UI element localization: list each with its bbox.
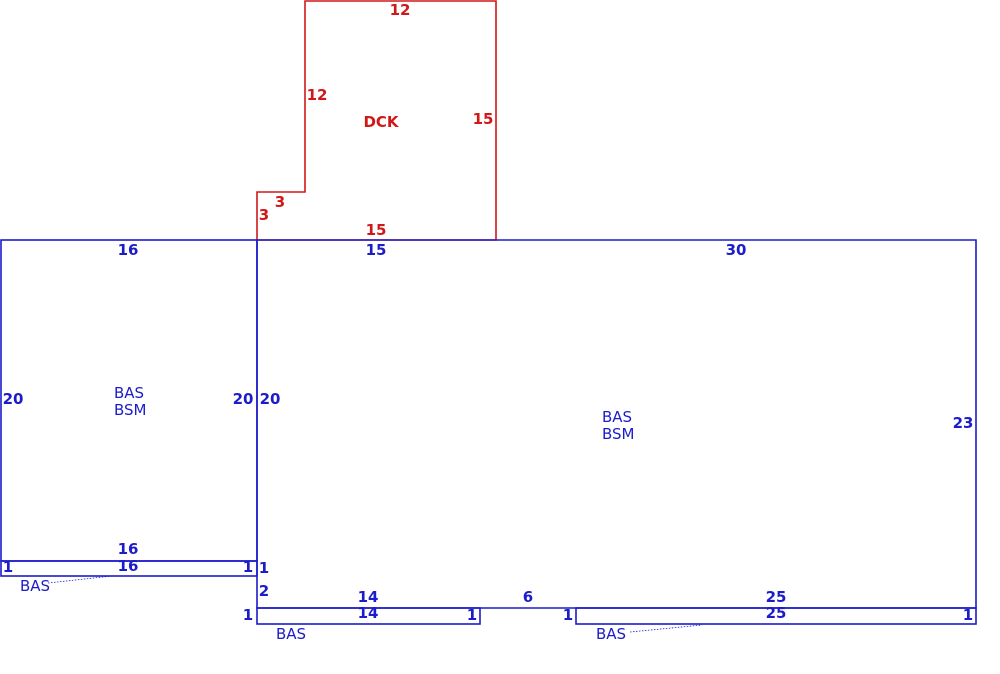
left-block-label-1: BAS xyxy=(114,384,144,402)
main-block-dim-bottom-right: 25 xyxy=(766,588,787,606)
left-strip-dim-top: 16 xyxy=(118,557,139,575)
mid-strip-label: BAS xyxy=(276,625,306,643)
main-block-dim-left: 20 xyxy=(260,390,281,408)
right-strip-label: BAS xyxy=(596,625,626,643)
mid-strip-dim-right: 1 xyxy=(467,606,477,624)
left-block-dim-left: 20 xyxy=(3,390,24,408)
main-block-dim-step: 2 xyxy=(259,582,269,600)
mid-strip-dim-top: 14 xyxy=(358,604,379,622)
main-block-dim-top-left: 15 xyxy=(366,241,387,259)
mid-strip-outline xyxy=(256,607,481,625)
right-strip-outline xyxy=(575,607,977,625)
main-block-label-2: BSM xyxy=(602,425,635,443)
deck-dim-right: 15 xyxy=(473,110,494,128)
left-strip-label: BAS xyxy=(20,577,50,595)
main-block-dim-bottom-left: 14 xyxy=(358,588,379,606)
left-block-dim-right: 20 xyxy=(233,390,254,408)
right-strip-dim-right: 1 xyxy=(963,606,973,624)
left-strip-dim-left: 1 xyxy=(3,558,13,576)
right-strip-leader xyxy=(629,624,703,633)
deck-dim-bottom: 15 xyxy=(366,221,387,239)
deck-dim-step-v: 3 xyxy=(259,206,269,224)
main-block-dim-top-right: 30 xyxy=(726,241,747,259)
main-block-dim-notch: 1 xyxy=(259,559,269,577)
deck-dim-left-upper: 12 xyxy=(307,86,328,104)
deck-dim-step-h: 3 xyxy=(275,193,285,211)
mid-strip-dim-left: 1 xyxy=(243,606,253,624)
right-strip-dim-top: 25 xyxy=(766,604,787,622)
main-block-dim-bottom-mid: 6 xyxy=(523,588,533,606)
left-strip-leader xyxy=(47,575,113,584)
deck-dim-top: 12 xyxy=(390,1,411,19)
left-block-dim-bottom: 16 xyxy=(118,540,139,558)
right-strip-dim-left: 1 xyxy=(563,606,573,624)
main-block-label-1: BAS xyxy=(602,408,632,426)
left-block-label-2: BSM xyxy=(114,401,147,419)
main-block-dim-right: 23 xyxy=(953,414,974,432)
deck-label: DCK xyxy=(363,113,399,131)
left-block-dim-top: 16 xyxy=(118,241,139,259)
left-strip-dim-right: 1 xyxy=(243,558,253,576)
